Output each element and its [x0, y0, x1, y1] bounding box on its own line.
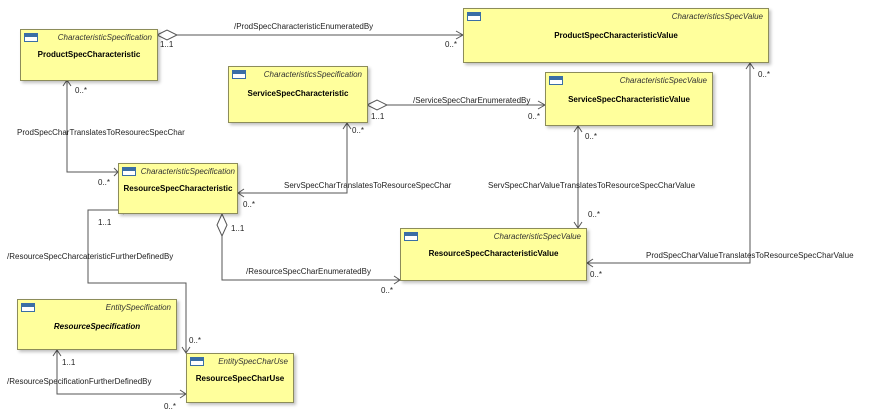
class-icon	[549, 76, 563, 85]
class-resource-specification[interactable]: EntitySpecification ResourceSpecificatio…	[17, 299, 177, 350]
multiplicity-label: 0..*	[381, 286, 394, 295]
class-name: ProductSpecCharacteristic	[37, 50, 141, 59]
multiplicity-label: 1..1	[98, 218, 112, 227]
multiplicity-label: 0..*	[352, 126, 365, 135]
class-name: ProductSpecCharacteristicValue	[554, 31, 678, 40]
class-product-spec-characteristic[interactable]: CharacteristicSpecification ProductSpecC…	[20, 29, 158, 81]
multiplicity-label: 0..*	[590, 270, 603, 279]
class-name: ResourceSpecCharUse	[195, 374, 285, 383]
multiplicity-label: 0..*	[189, 336, 202, 345]
multiplicity-label: 0..*	[445, 40, 458, 49]
class-name: ServiceSpecCharacteristic	[247, 89, 349, 98]
arrowhead	[52, 349, 62, 357]
class-icon	[24, 33, 38, 42]
assoc-label-serv-translates: ServSpecCharTranslatesToResourceSpecChar	[284, 181, 452, 190]
class-icon	[467, 12, 481, 21]
assoc-label-service-enum: /ServiceSpecCharEnumeratedBy	[413, 96, 531, 105]
class-product-spec-characteristic-value[interactable]: CharacteristicsSpecValue ProductSpecChar…	[463, 8, 769, 63]
stereotype-label: CharacteristicsSpecification	[263, 70, 362, 79]
class-icon	[232, 70, 246, 79]
multiplicity-label: 0..*	[75, 86, 88, 95]
arrowhead	[573, 125, 583, 133]
stereotype-label: EntitySpecification	[105, 303, 171, 312]
class-resource-spec-char-use[interactable]: EntitySpecCharUse ResourceSpecCharUse	[186, 353, 294, 403]
assoc-label-prod-translates: ProdSpecCharTranslatesToResourecSpecChar	[17, 128, 185, 137]
class-name: ResourceSpecification	[53, 322, 141, 331]
arrowhead	[342, 122, 352, 130]
service-enum-diamond	[365, 99, 389, 111]
class-icon	[122, 167, 136, 176]
multiplicity-label: 0..*	[758, 70, 771, 79]
multiplicity-label: 1..1	[231, 224, 245, 233]
resource-enum-diamond	[216, 212, 228, 238]
multiplicity-label: 0..*	[585, 132, 598, 141]
multiplicity-label: 1..1	[62, 358, 76, 367]
multiplicity-label: 0..*	[528, 112, 541, 121]
class-resource-spec-characteristic-value[interactable]: CharacteristicSpecValue ResourceSpecChar…	[400, 228, 587, 281]
class-icon	[21, 303, 35, 312]
stereotype-label: CharacteristicSpecValue	[493, 232, 581, 241]
stereotype-label: CharacteristicsSpecValue	[671, 12, 763, 21]
class-name: ResourceSpecCharacteristicValue	[428, 249, 559, 258]
assoc-label-prod-enum: /ProdSpecCharacteristicEnumeratedBy	[234, 22, 374, 31]
class-name: ResourceSpecCharacteristic	[123, 184, 233, 193]
resource-spec-further-line	[56, 350, 186, 395]
multiplicity-label: 0..*	[243, 200, 256, 209]
arrowhead	[745, 62, 755, 70]
multiplicity-label: 0..*	[98, 178, 111, 187]
assoc-label-resource-enum: /ResourceSpecCharEnumeratedBy	[246, 267, 371, 276]
multiplicity-label: 0..*	[164, 402, 177, 411]
class-service-spec-characteristic-value[interactable]: CharacteristicSpecValue ServiceSpecChara…	[545, 72, 713, 126]
assoc-label-resource-further: /ResourceSpecCharcateristicFurtherDefine…	[7, 252, 174, 261]
class-service-spec-characteristic[interactable]: CharacteristicsSpecification ServiceSpec…	[228, 66, 368, 123]
multiplicity-label: 1..1	[160, 40, 174, 49]
stereotype-label: CharacteristicSpecification	[57, 33, 152, 42]
stereotype-label: CharacteristicSpecification	[140, 167, 235, 176]
assoc-label-serv-val-translates: ServSpecCharValueTranslatesToResourceSpe…	[488, 181, 696, 190]
multiplicity-label: 0..*	[588, 210, 601, 219]
arrowhead	[237, 188, 245, 198]
class-icon	[404, 232, 418, 241]
prod-enum-diamond	[155, 29, 179, 41]
prod-translates-line	[66, 80, 118, 173]
stereotype-label: CharacteristicSpecValue	[619, 76, 707, 85]
stereotype-label: EntitySpecCharUse	[218, 357, 288, 366]
resource-enum-line	[221, 236, 400, 281]
prod-val-translates-line	[587, 63, 751, 264]
assoc-label-resource-spec-further: /ResourceSpecificationFurtherDefinedBy	[7, 377, 152, 386]
assoc-label-prod-val-translates: ProdSpecCharValueTranslatesToResourceSpe…	[646, 251, 854, 260]
class-resource-spec-characteristic[interactable]: CharacteristicSpecification ResourceSpec…	[118, 163, 238, 214]
multiplicity-label: 1..1	[371, 112, 385, 121]
resource-further-line	[87, 209, 187, 353]
arrowhead	[586, 258, 594, 268]
serv-translates-line	[238, 123, 348, 194]
class-icon	[190, 357, 204, 366]
class-name: ServiceSpecCharacteristicValue	[568, 95, 690, 104]
